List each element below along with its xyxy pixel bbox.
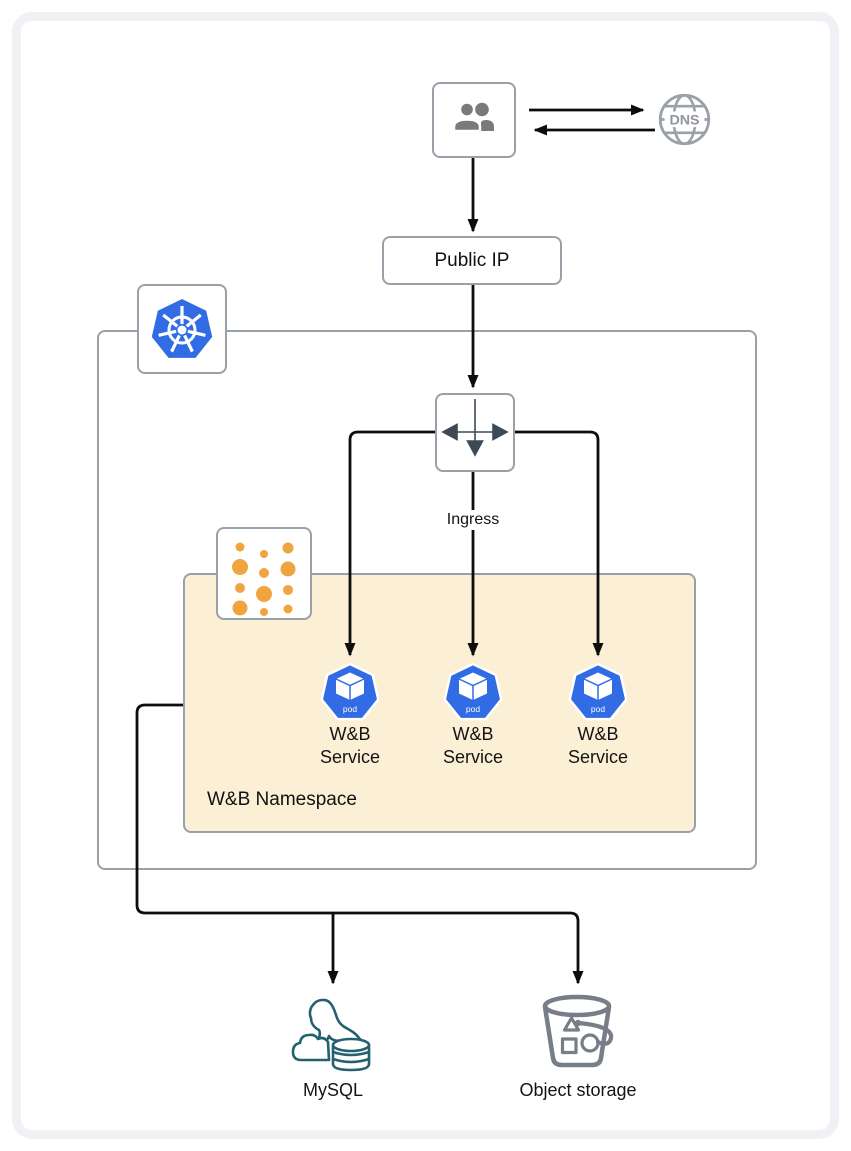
namespace-icon: [232, 542, 296, 616]
pod-label: W&B Service: [442, 724, 504, 767]
mysql-icon: [291, 998, 371, 1072]
users-icon: [452, 101, 494, 133]
public-ip-box: Public IP: [382, 236, 562, 285]
edge-ingress-pod1: [344, 430, 435, 657]
namespace-label: W&B Namespace: [207, 789, 357, 810]
pod-icon: pod: [320, 662, 380, 721]
object-storage-label: Object storage: [519, 1080, 637, 1100]
pod-icon: pod: [568, 662, 628, 721]
namespace-icon-node: [216, 527, 312, 620]
pod-badge: pod: [466, 704, 480, 714]
users-node: [432, 82, 516, 158]
public-ip-label: Public IP: [434, 249, 510, 271]
ingress-node: [435, 393, 515, 472]
object-storage-bucket-icon: [542, 994, 614, 1068]
pod-label: W&B Service: [319, 724, 381, 767]
kubernetes-node: [137, 284, 227, 374]
ingress-label: Ingress: [428, 510, 518, 530]
mysql-label: MySQL: [302, 1080, 363, 1100]
outer-frame: [12, 12, 839, 1139]
pod-badge: pod: [343, 704, 357, 714]
pod-label: W&B Service: [567, 724, 629, 767]
edge-namespace-objectstorage: [135, 703, 584, 985]
edge-ingress-pod3: [513, 430, 604, 657]
ingress-icon: [441, 399, 509, 457]
pod-badge: pod: [591, 704, 605, 714]
kubernetes-icon: [151, 299, 213, 358]
dns-label: DNS: [669, 113, 699, 129]
pod-icon: pod: [443, 662, 503, 721]
dns-globe-icon: DNS: [658, 93, 711, 146]
